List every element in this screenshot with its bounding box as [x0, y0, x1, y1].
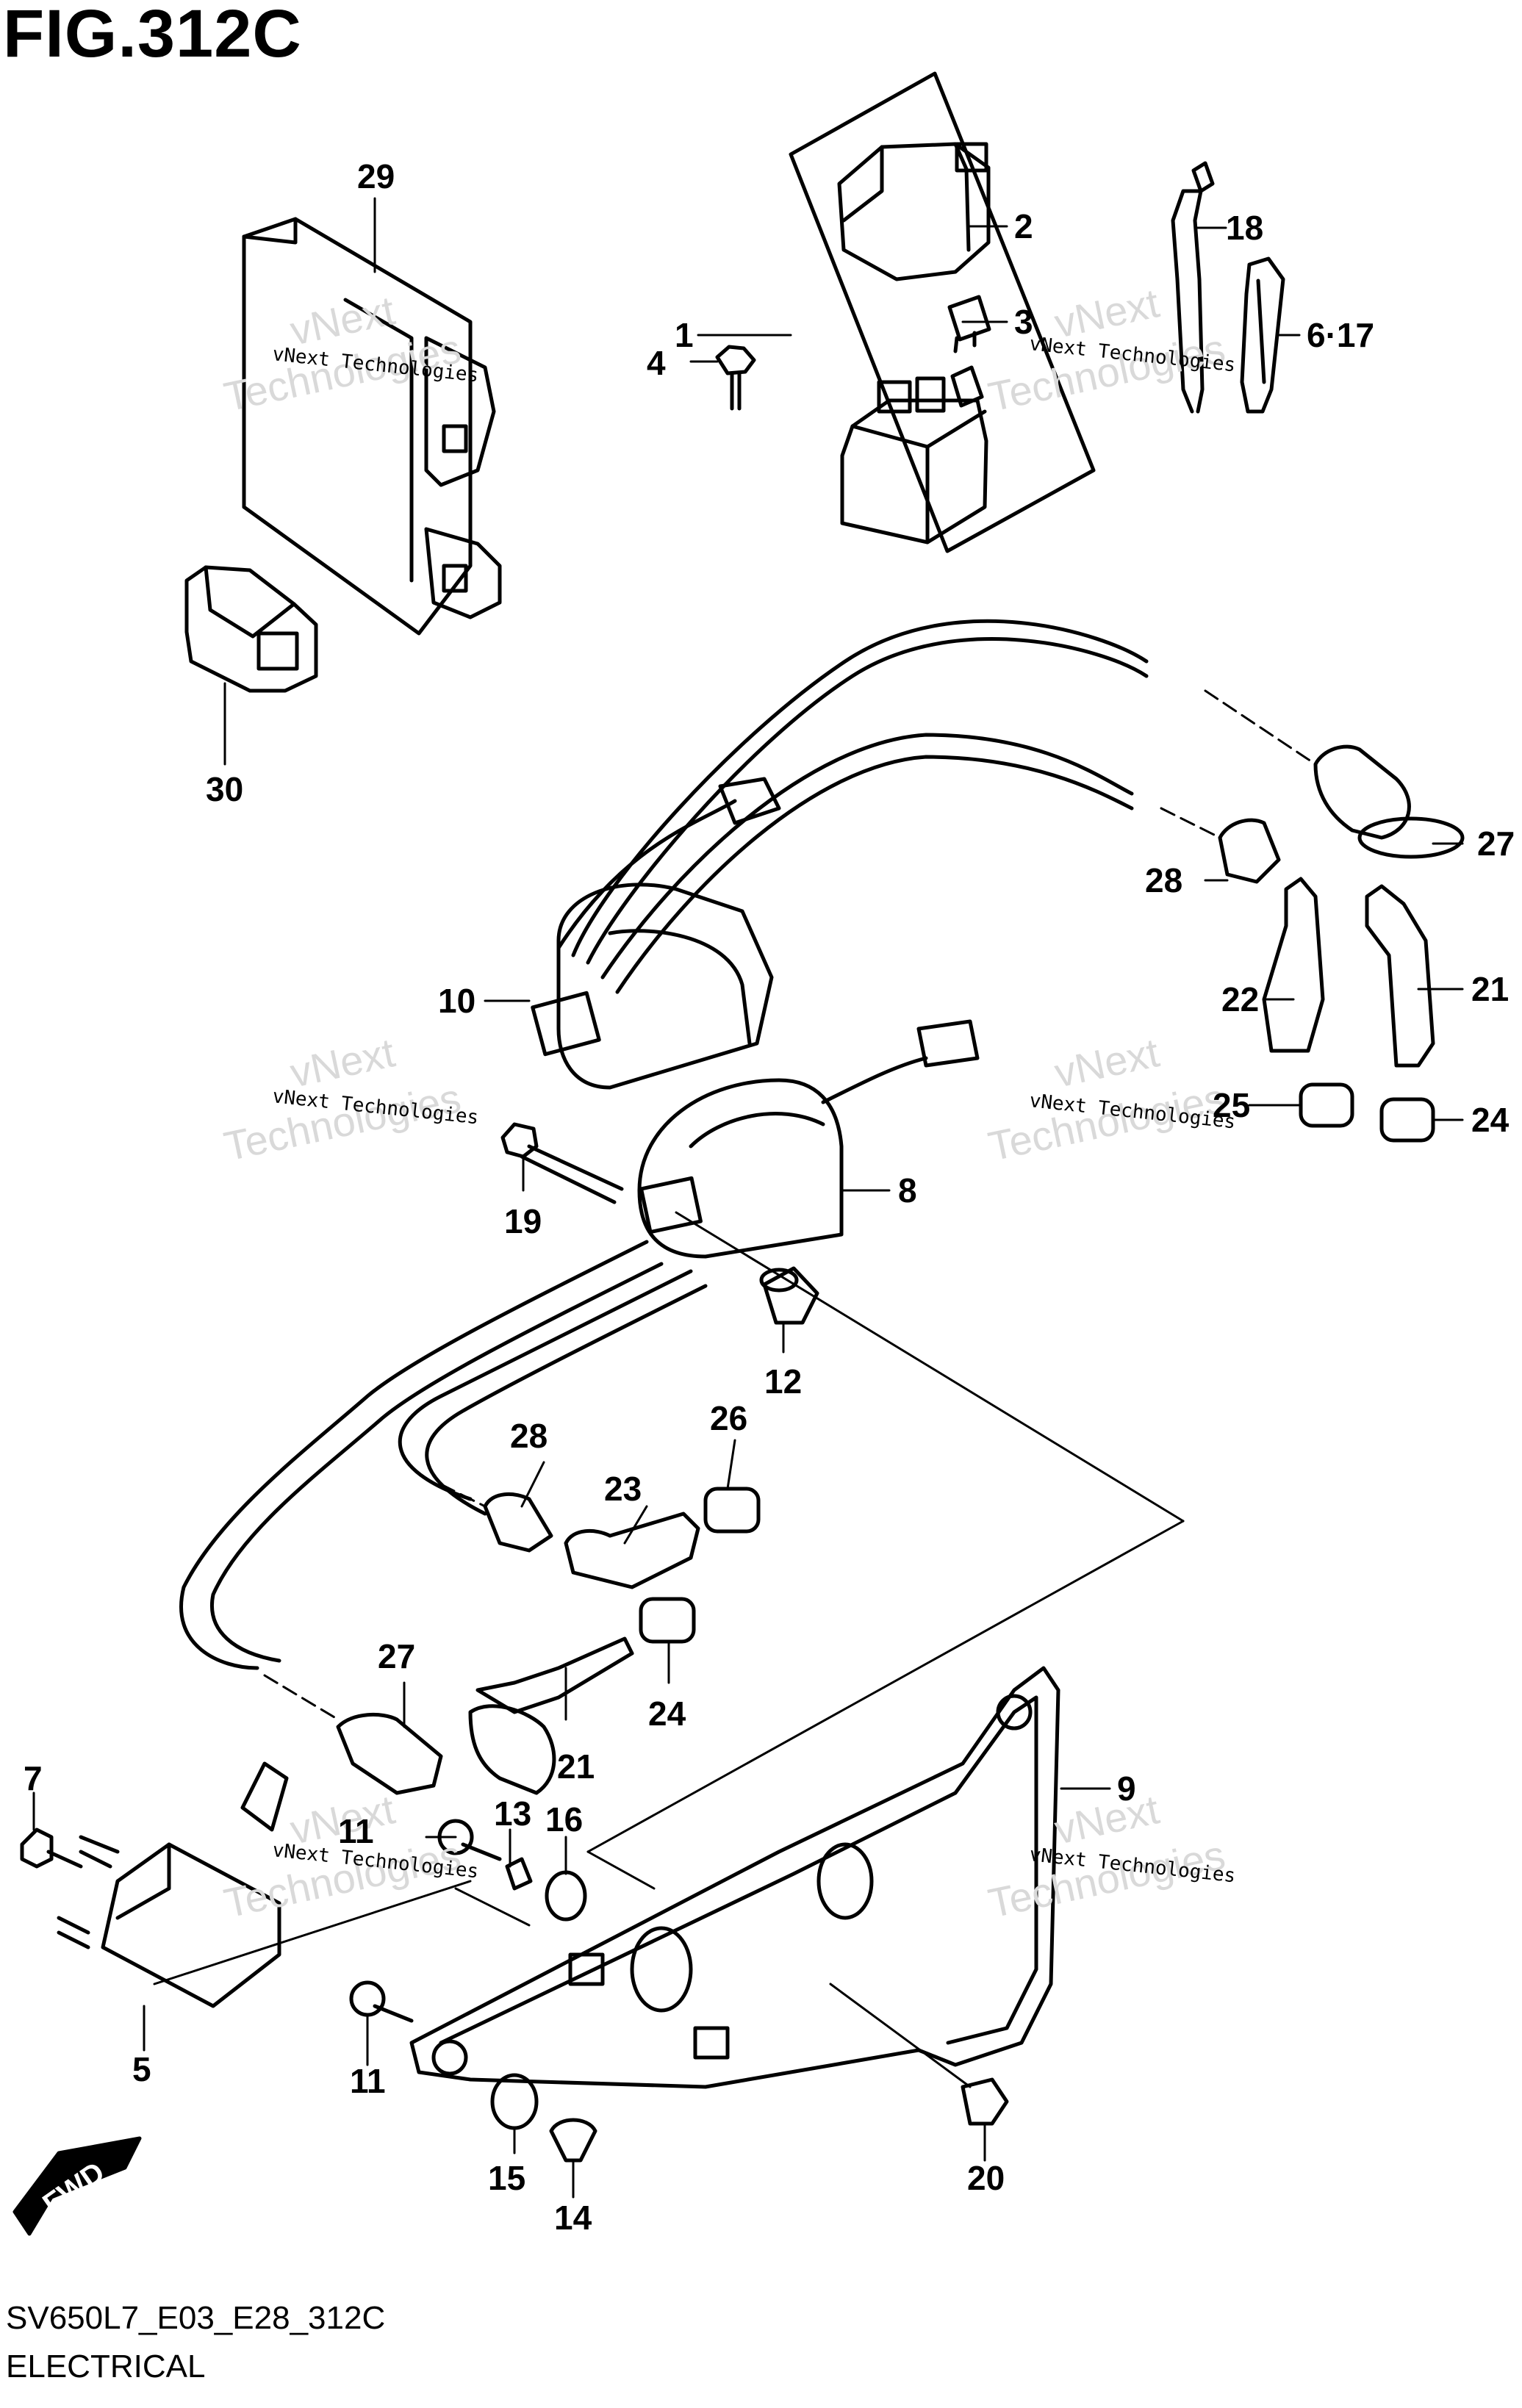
callout-14: 14: [554, 2199, 592, 2237]
callout-labels: 1 2 3 4 5 6·17 7 8 9 10 11 11 12 13 14 1…: [24, 157, 1515, 2237]
spark-plug-wires-upper: [571, 619, 1149, 994]
bracket-9: [409, 1666, 1060, 2089]
callout-2: 2: [1014, 207, 1033, 245]
callout-9: 9: [1117, 1769, 1136, 1808]
callout-24a: 24: [1471, 1101, 1510, 1139]
spark-plug-wires-lower: [179, 1240, 708, 1670]
section-name: ELECTRICAL: [6, 2348, 206, 2384]
callout-29: 29: [357, 157, 395, 195]
collar-12: [759, 1266, 819, 1325]
fasteners-lower: [20, 1819, 1009, 2163]
callout-25: 25: [1213, 1086, 1250, 1124]
harness-clamp: [1171, 161, 1285, 414]
callout-11a: 11: [338, 1812, 374, 1850]
callout-21a: 21: [1471, 970, 1509, 1008]
callout-24b: 24: [648, 1694, 686, 1733]
ignition-coil-10: [531, 777, 781, 1090]
bolt-19: [500, 1122, 624, 1204]
assembly-guide-lines: [153, 689, 1317, 2088]
plug-caps-lower: [336, 1487, 761, 1795]
callout-30: 30: [206, 770, 243, 808]
callout-28a: 28: [1145, 861, 1182, 899]
callout-28b: 28: [510, 1417, 548, 1455]
forward-direction-arrow: [12, 2136, 142, 2236]
callout-3: 3: [1014, 303, 1033, 341]
callout-8: 8: [898, 1171, 917, 1210]
callout-22: 22: [1221, 980, 1259, 1018]
callout-16: 16: [545, 1800, 583, 1839]
callout-1: 1: [675, 316, 694, 354]
callout-15: 15: [488, 2159, 525, 2197]
callout-11b: 11: [350, 2062, 386, 2100]
callout-7: 7: [24, 1759, 43, 1797]
callout-4: 4: [647, 344, 666, 382]
callout-10: 10: [438, 982, 475, 1020]
ignition-coil-8: [637, 1019, 980, 1259]
callout-5: 5: [132, 2050, 151, 2088]
callout-12: 12: [764, 1362, 802, 1401]
callout-19: 19: [504, 1202, 542, 1240]
callout-27a: 27: [1477, 824, 1515, 863]
callout-27b: 27: [378, 1637, 415, 1675]
connector-30: [184, 565, 318, 693]
callout-23: 23: [604, 1470, 642, 1508]
ecm-unit: [242, 217, 502, 636]
callout-13: 13: [494, 1794, 531, 1833]
starter-relay-box: [715, 71, 1096, 553]
callout-21b: 21: [557, 1747, 595, 1786]
watermark-faint: vNext: [1050, 1786, 1163, 1852]
watermark-faint: vNext: [1050, 1029, 1163, 1096]
watermark-faint: vNext: [286, 1029, 399, 1096]
watermark-group: Technologies vNext vNext Technologies Te…: [220, 279, 1236, 1926]
callout-26: 26: [710, 1399, 747, 1437]
figure-title: FIG.312C: [3, 0, 302, 71]
diagram-code: SV650L7_E03_E28_312C: [6, 2300, 386, 2336]
regulator-rectifier-5: [57, 1761, 289, 2008]
callout-18: 18: [1226, 209, 1263, 247]
callout-leaders: [32, 197, 1464, 2199]
callout-6-17: 6·17: [1307, 316, 1374, 354]
plug-caps-upper: [1218, 744, 1465, 1143]
callout-20: 20: [967, 2159, 1005, 2197]
